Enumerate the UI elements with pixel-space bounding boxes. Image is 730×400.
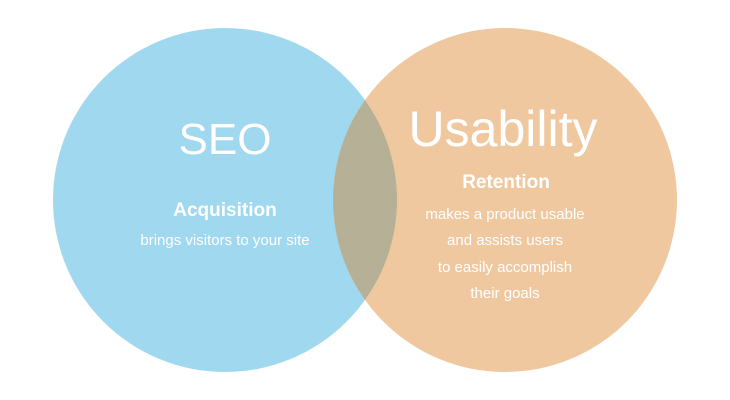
usability-description-line: and assists users — [447, 232, 563, 249]
usability-description-line: to easily accomplish — [437, 259, 573, 276]
usability-title: Usability — [408, 101, 598, 157]
seo-subtitle: Acquisition — [173, 200, 277, 221]
usability-description-line: their goals — [470, 285, 540, 302]
usability-subtitle: Retention — [462, 172, 550, 193]
usability-circle — [333, 28, 677, 372]
usability-description-line: makes a product usable — [425, 206, 585, 223]
seo-title: SEO — [178, 115, 272, 164]
seo-circle — [53, 28, 397, 372]
seo-description: brings visitors to your site — [140, 232, 310, 249]
